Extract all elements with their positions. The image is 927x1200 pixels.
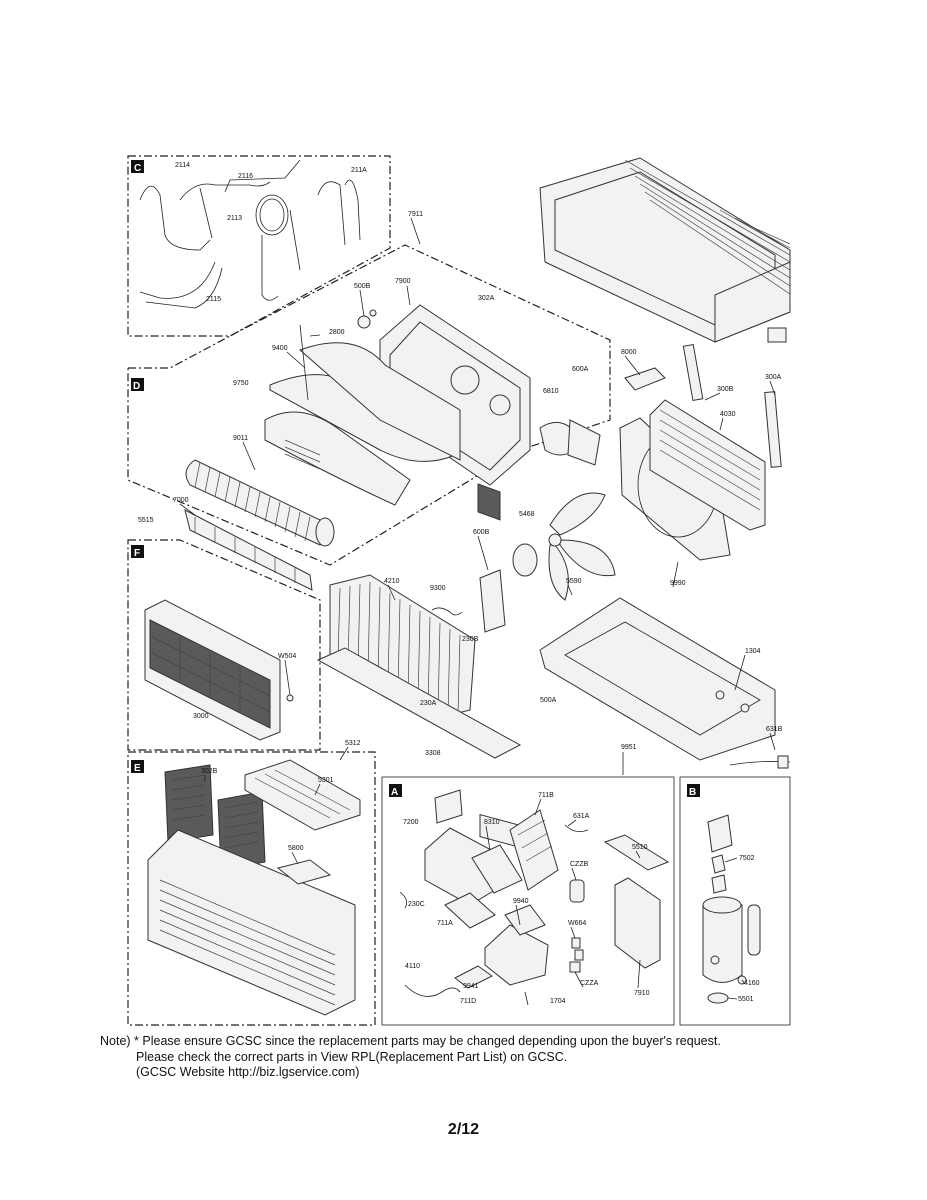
svg-text:1304: 1304 [745, 648, 761, 655]
svg-text:2114: 2114 [175, 162, 190, 169]
svg-text:9940: 9940 [513, 898, 529, 905]
svg-text:5312: 5312 [345, 740, 361, 747]
svg-text:7502: 7502 [739, 855, 755, 862]
svg-text:230C: 230C [408, 901, 425, 908]
svg-text:300A: 300A [765, 374, 782, 381]
svg-text:600B: 600B [473, 529, 490, 536]
section-e: E 302B 5301 5800 5312 [127, 740, 376, 1026]
svg-text:5501: 5501 [738, 996, 754, 1003]
svg-text:4110: 4110 [405, 963, 420, 970]
svg-text:7200: 7200 [403, 819, 419, 826]
svg-text:CZZA: CZZA [580, 980, 599, 987]
svg-text:9951: 9951 [621, 744, 637, 751]
section-c: C 2114 2116 211A 2113 2115 [127, 155, 391, 337]
note-line-2: Please check the correct parts in View R… [136, 1049, 568, 1064]
svg-text:711D: 711D [460, 998, 476, 1005]
svg-text:5301: 5301 [318, 777, 334, 784]
section-b: B 7502 4160 5501 [679, 776, 791, 1026]
section-b-labels: 7502 4160 5501 [738, 855, 760, 1003]
page-number: 2/12 [447, 1121, 480, 1138]
svg-text:211A: 211A [351, 167, 367, 174]
svg-text:500A: 500A [540, 697, 557, 704]
svg-text:300B: 300B [717, 386, 734, 393]
svg-text:5800: 5800 [288, 845, 304, 852]
section-e-labels: 302B 5301 5800 5312 [201, 740, 361, 852]
svg-text:7900: 7900 [395, 278, 411, 285]
svg-text:600A: 600A [572, 366, 589, 373]
svg-text:F: F [134, 548, 140, 559]
svg-text:2115: 2115 [206, 296, 221, 303]
section-d-labels: 7911 500B 7900 302A 2800 9400 9750 9011 … [233, 211, 589, 442]
replacement-note: Note) * Please ensure GCSC since the rep… [100, 1034, 860, 1081]
svg-text:3000: 3000 [193, 713, 209, 720]
svg-text:8000: 8000 [621, 349, 637, 356]
blower-wheel [185, 459, 335, 547]
svg-text:8310: 8310 [484, 819, 500, 826]
svg-text:7910: 7910 [634, 990, 650, 997]
svg-text:302B: 302B [201, 768, 218, 775]
svg-text:5515: 5515 [138, 517, 154, 524]
svg-text:711B: 711B [538, 792, 554, 799]
svg-text:4210: 4210 [384, 578, 400, 585]
svg-text:3308: 3308 [425, 750, 441, 757]
svg-text:9750: 9750 [233, 380, 249, 387]
main-assembly-labels: 8000 300B 300A 4030 5468 600B 5590 9990 … [384, 349, 783, 757]
section-a: A 711B 7200 8310 [381, 776, 675, 1026]
svg-text:4030: 4030 [720, 411, 736, 418]
svg-text:500B: 500B [354, 283, 371, 290]
main-assembly: 8000 300B 300A 4030 5468 600B 5590 9990 … [316, 343, 791, 848]
svg-text:5468: 5468 [519, 511, 535, 518]
section-c-labels: 2114 2116 211A 2113 2115 [175, 162, 367, 303]
section-f: F 7000 5515 W504 3000 [127, 497, 321, 751]
svg-text:6810: 6810 [543, 388, 559, 395]
svg-text:302A: 302A [478, 295, 495, 302]
svg-text:4160: 4160 [744, 980, 760, 987]
note-line-3: (GCSC Website http://biz.lgservice.com) [136, 1065, 360, 1079]
svg-text:2113: 2113 [227, 215, 242, 222]
svg-text:9300: 9300 [430, 585, 446, 592]
condenser-fan [548, 492, 616, 601]
svg-text:9011: 9011 [233, 435, 248, 442]
svg-text:711A: 711A [437, 920, 453, 927]
svg-text:9941: 9941 [463, 983, 479, 990]
svg-text:5510: 5510 [632, 844, 648, 851]
svg-text:2800: 2800 [329, 329, 345, 336]
svg-text:D: D [133, 381, 140, 392]
svg-text:A: A [391, 787, 398, 798]
svg-text:9990: 9990 [670, 580, 686, 587]
svg-text:5590: 5590 [566, 578, 582, 585]
section-f-labels: 7000 5515 W504 3000 [138, 497, 296, 720]
svg-text:631A: 631A [573, 813, 590, 820]
section-d: D 7911 500B 7900 302A 2800 9 [127, 211, 611, 566]
svg-text:W504: W504 [278, 653, 296, 660]
svg-text:W664: W664 [568, 920, 586, 927]
svg-text:E: E [134, 763, 141, 774]
svg-text:C: C [134, 163, 141, 174]
section-a-labels: 711B 7200 8310 631A 230C CZZB 711A 9940 … [403, 792, 650, 1005]
svg-text:631B: 631B [766, 726, 783, 733]
outer-case [539, 157, 791, 343]
note-line-1: Note) * Please ensure GCSC since the rep… [100, 1034, 721, 1048]
svg-text:B: B [689, 787, 696, 798]
svg-text:7000: 7000 [173, 497, 189, 504]
svg-text:1704: 1704 [550, 998, 566, 1005]
svg-text:9400: 9400 [272, 345, 288, 352]
svg-text:7911: 7911 [408, 211, 423, 218]
svg-text:2116: 2116 [238, 173, 253, 180]
svg-text:CZZB: CZZB [570, 861, 589, 868]
svg-text:230A: 230A [420, 700, 437, 707]
svg-text:230B: 230B [462, 636, 479, 643]
